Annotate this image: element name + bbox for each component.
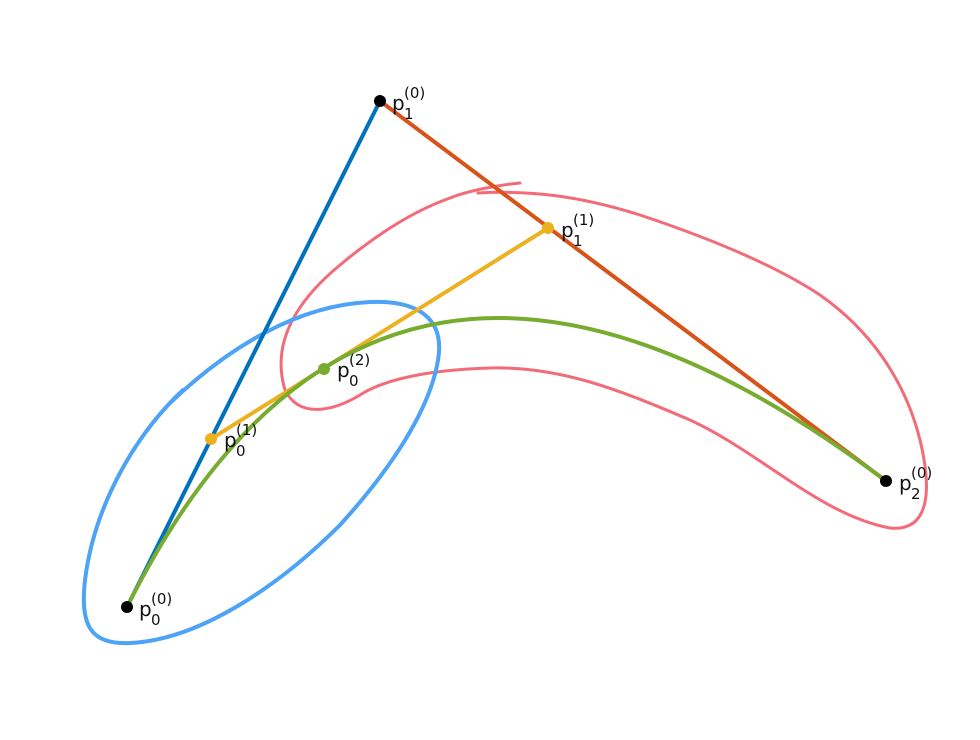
label-p1-1: p 1 (1) [561, 211, 594, 250]
svg-text:(1): (1) [573, 211, 594, 229]
label-p0-0: p 0 (0) [139, 590, 172, 629]
svg-text:(0): (0) [151, 590, 172, 608]
svg-text:(1): (1) [236, 421, 257, 439]
point-p1-1 [542, 222, 554, 234]
label-p2-0: p 2 (0) [899, 464, 932, 503]
svg-text:2: 2 [911, 485, 921, 503]
svg-text:0: 0 [236, 442, 246, 460]
svg-text:p: p [561, 218, 574, 242]
svg-text:p: p [139, 597, 152, 621]
svg-text:0: 0 [349, 372, 359, 390]
segment-p0-p1 [125, 100, 382, 608]
svg-text:1: 1 [404, 105, 414, 123]
segment-level1 [209, 226, 550, 441]
label-p0-2: p 0 (2) [337, 351, 370, 390]
svg-text:0: 0 [151, 611, 161, 629]
svg-text:p: p [224, 428, 237, 452]
svg-text:p: p [337, 358, 350, 382]
svg-text:p: p [392, 91, 405, 115]
svg-text:p: p [899, 471, 912, 495]
svg-text:(2): (2) [349, 351, 370, 369]
point-p1-0 [374, 95, 386, 107]
red-loop [279, 181, 928, 530]
point-p0-2 [318, 363, 330, 375]
label-p1-0: p 1 (0) [392, 84, 425, 123]
svg-text:(0): (0) [911, 464, 932, 482]
point-p0-0 [121, 601, 133, 613]
point-p2-0 [880, 475, 892, 487]
blue-loop [81, 299, 442, 646]
label-p0-1: p 0 (1) [224, 421, 257, 460]
bezier-curve [125, 316, 888, 608]
point-p0-1 [205, 433, 217, 445]
segment-p1-p2 [378, 99, 888, 483]
svg-text:(0): (0) [404, 84, 425, 102]
svg-text:1: 1 [573, 232, 583, 250]
